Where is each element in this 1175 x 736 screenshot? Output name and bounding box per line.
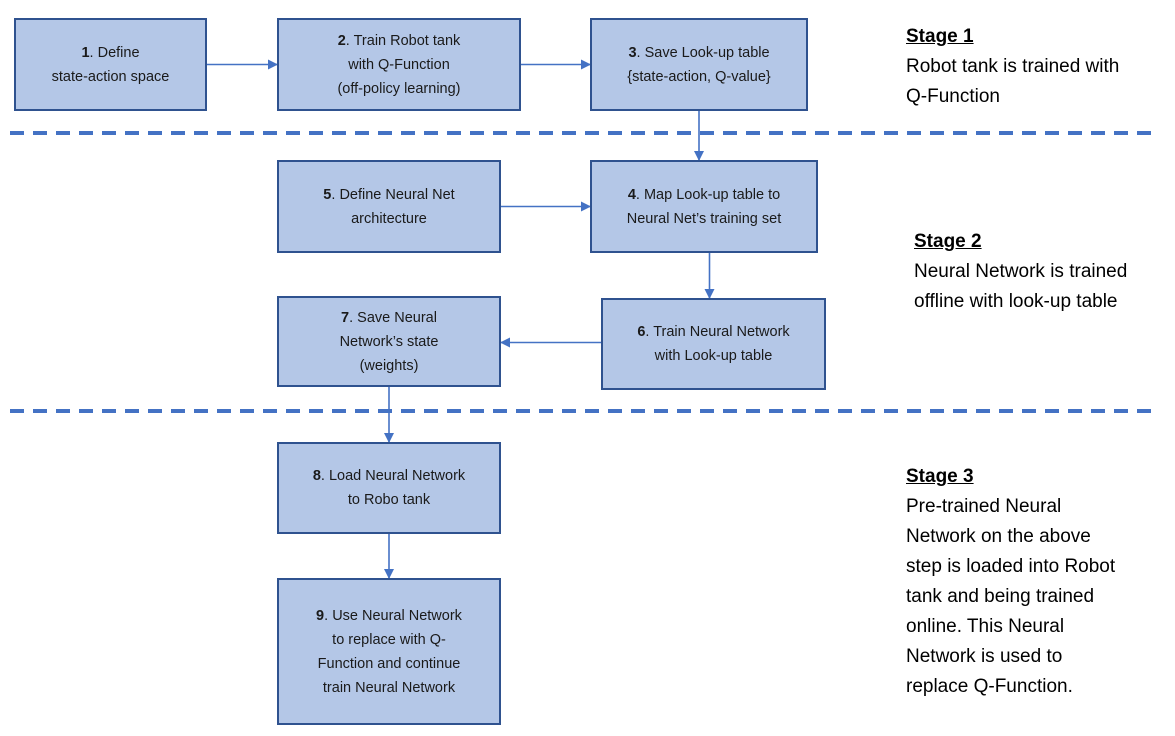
step-6-box: 6. Train Neural Network with Look-up tab… <box>601 298 826 390</box>
step-7-box: 7. Save Neural Network’s state (weights) <box>277 296 501 387</box>
step-6-text-line: with Look-up table <box>654 348 773 364</box>
step-2-text-line: with Q-Function <box>348 56 450 73</box>
step-6-number: 6 <box>637 324 646 340</box>
stage-1-annotation: Stage 1 Robot tank is trained with Q-Fun… <box>906 22 1166 112</box>
step-2-number: 2 <box>337 32 346 49</box>
step-6-text: Train Neural Network <box>653 324 790 340</box>
step-7-text: Save Neural <box>357 309 437 326</box>
step-8-text-line: to Robo tank <box>347 492 431 508</box>
step-4-box: 4. Map Look-up table to Neural Net’s tra… <box>590 160 818 253</box>
step-4-number: 4 <box>627 186 636 203</box>
step-9-box: 9. Use Neural Network to replace with Q-… <box>277 578 501 725</box>
step-4-text-line: Neural Net’s training set <box>626 210 782 227</box>
step-3-text: Save Look-up table <box>644 44 770 61</box>
step-7-text-line: Network’s state <box>339 333 439 350</box>
step-2-text: Train Robot tank <box>353 32 461 49</box>
stage-1-description: Robot tank is trained with Q-Function <box>906 56 1120 107</box>
step-1-box: 1. Define state-action space <box>14 18 207 111</box>
step-7-text-line: (weights) <box>359 357 419 374</box>
step-8-number: 8 <box>312 468 321 484</box>
stage-2-annotation: Stage 2 Neural Network is trained offlin… <box>914 227 1169 317</box>
step-5-box: 5. Define Neural Net architecture <box>277 160 501 253</box>
step-5-number: 5 <box>323 186 332 203</box>
step-7-number: 7 <box>341 309 350 326</box>
step-1-text: Define <box>97 44 140 61</box>
step-2-box: 2. Train Robot tank with Q-Function (off… <box>277 18 521 111</box>
step-3-text-line: {state-action, Q-value} <box>627 68 771 85</box>
step-9-text-line: train Neural Network <box>322 679 456 696</box>
step-4-text: Map Look-up table to <box>643 186 781 203</box>
step-5-text: Define Neural Net <box>339 186 455 203</box>
stage-3-annotation: Stage 3 Pre-trained Neural Network on th… <box>906 462 1166 702</box>
step-9-text-line: Function and continue <box>317 655 461 672</box>
stage-1-title: Stage 1 <box>906 26 974 47</box>
step-9-number: 9 <box>316 607 325 624</box>
stage-2-description: Neural Network is trained offline with l… <box>914 261 1128 312</box>
step-3-box: 3. Save Look-up table {state-action, Q-v… <box>590 18 808 111</box>
step-3-number: 3 <box>628 44 637 61</box>
stage-3-title: Stage 3 <box>906 466 974 487</box>
step-5-text-line: architecture <box>351 210 427 227</box>
step-2-text-line: (off-policy learning) <box>337 80 461 97</box>
step-8-text: Load Neural Network <box>328 468 466 484</box>
step-9-text: Use Neural Network <box>332 607 462 624</box>
step-1-number: 1 <box>81 44 90 61</box>
stage-3-description: Pre-trained Neural Network on the above … <box>906 496 1116 697</box>
stage-2-title: Stage 2 <box>914 231 982 252</box>
step-1-text-line: state-action space <box>51 68 170 85</box>
step-8-box: 8. Load Neural Network to Robo tank <box>277 442 501 534</box>
step-9-text-line: to replace with Q- <box>332 631 446 648</box>
